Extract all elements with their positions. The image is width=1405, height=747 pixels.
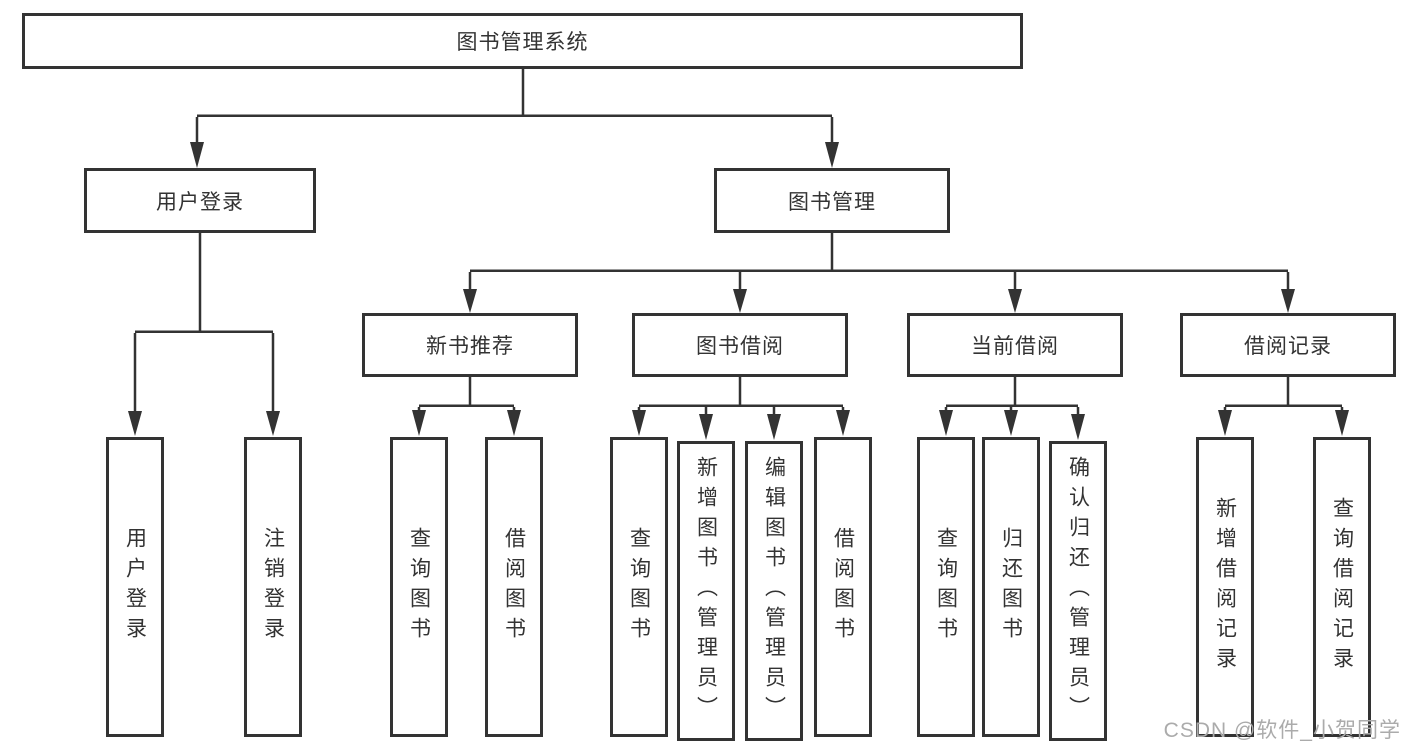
leaf-borrow-query-books: 查询图书 [610, 437, 668, 737]
node-root-system: 图书管理系统 [22, 13, 1023, 69]
node-new-book-recommend: 新书推荐 [362, 313, 578, 377]
node-current-borrow: 当前借阅 [907, 313, 1123, 377]
leaf-add-borrow-record: 新增借阅记录 [1196, 437, 1254, 737]
node-user-login-label: 用户登录 [156, 190, 244, 214]
node-current-borrow-label: 当前借阅 [971, 335, 1059, 358]
leaf-edit-book-admin: 编辑图书（管理员） [745, 441, 803, 741]
leaf-user-login: 用户登录 [106, 437, 164, 737]
leaf-return-book: 归还图书 [982, 437, 1040, 737]
leaf-edit-book-admin-label: 编辑图书（管理员） [762, 456, 786, 726]
leaf-borrow-book-label: 借阅图书 [831, 527, 855, 647]
leaf-confirm-return-admin-label: 确认归还（管理员） [1066, 456, 1090, 726]
leaf-borrow-book: 借阅图书 [814, 437, 872, 737]
leaf-recommend-query-books: 查询图书 [390, 437, 448, 737]
leaf-add-borrow-record-label: 新增借阅记录 [1213, 497, 1237, 677]
leaf-query-borrow-record: 查询借阅记录 [1313, 437, 1371, 737]
csdn-watermark: CSDN @软件_小贺同学 [1163, 719, 1401, 742]
leaf-logout: 注销登录 [244, 437, 302, 737]
node-borrow-records-label: 借阅记录 [1244, 335, 1332, 358]
leaf-return-book-label: 归还图书 [999, 527, 1023, 647]
leaf-current-query-books: 查询图书 [917, 437, 975, 737]
node-book-management: 图书管理 [714, 168, 950, 233]
node-book-borrow: 图书借阅 [632, 313, 848, 377]
leaf-add-book-admin-label: 新增图书（管理员） [694, 456, 718, 726]
leaf-add-book-admin: 新增图书（管理员） [677, 441, 735, 741]
node-new-book-recommend-label: 新书推荐 [426, 335, 514, 358]
node-book-management-label: 图书管理 [788, 190, 876, 214]
leaf-current-query-books-label: 查询图书 [934, 527, 958, 647]
node-user-login: 用户登录 [84, 168, 316, 233]
leaf-recommend-borrow-book-label: 借阅图书 [502, 527, 526, 647]
leaf-borrow-query-books-label: 查询图书 [627, 527, 651, 647]
leaf-confirm-return-admin: 确认归还（管理员） [1049, 441, 1107, 741]
leaf-query-borrow-record-label: 查询借阅记录 [1330, 497, 1354, 677]
node-book-borrow-label: 图书借阅 [696, 335, 784, 358]
leaf-user-login-label: 用户登录 [123, 527, 147, 647]
leaf-recommend-query-books-label: 查询图书 [407, 527, 431, 647]
node-borrow-records: 借阅记录 [1180, 313, 1396, 377]
leaf-logout-label: 注销登录 [261, 527, 285, 647]
leaf-recommend-borrow-book: 借阅图书 [485, 437, 543, 737]
node-root-label: 图书管理系统 [456, 31, 589, 54]
